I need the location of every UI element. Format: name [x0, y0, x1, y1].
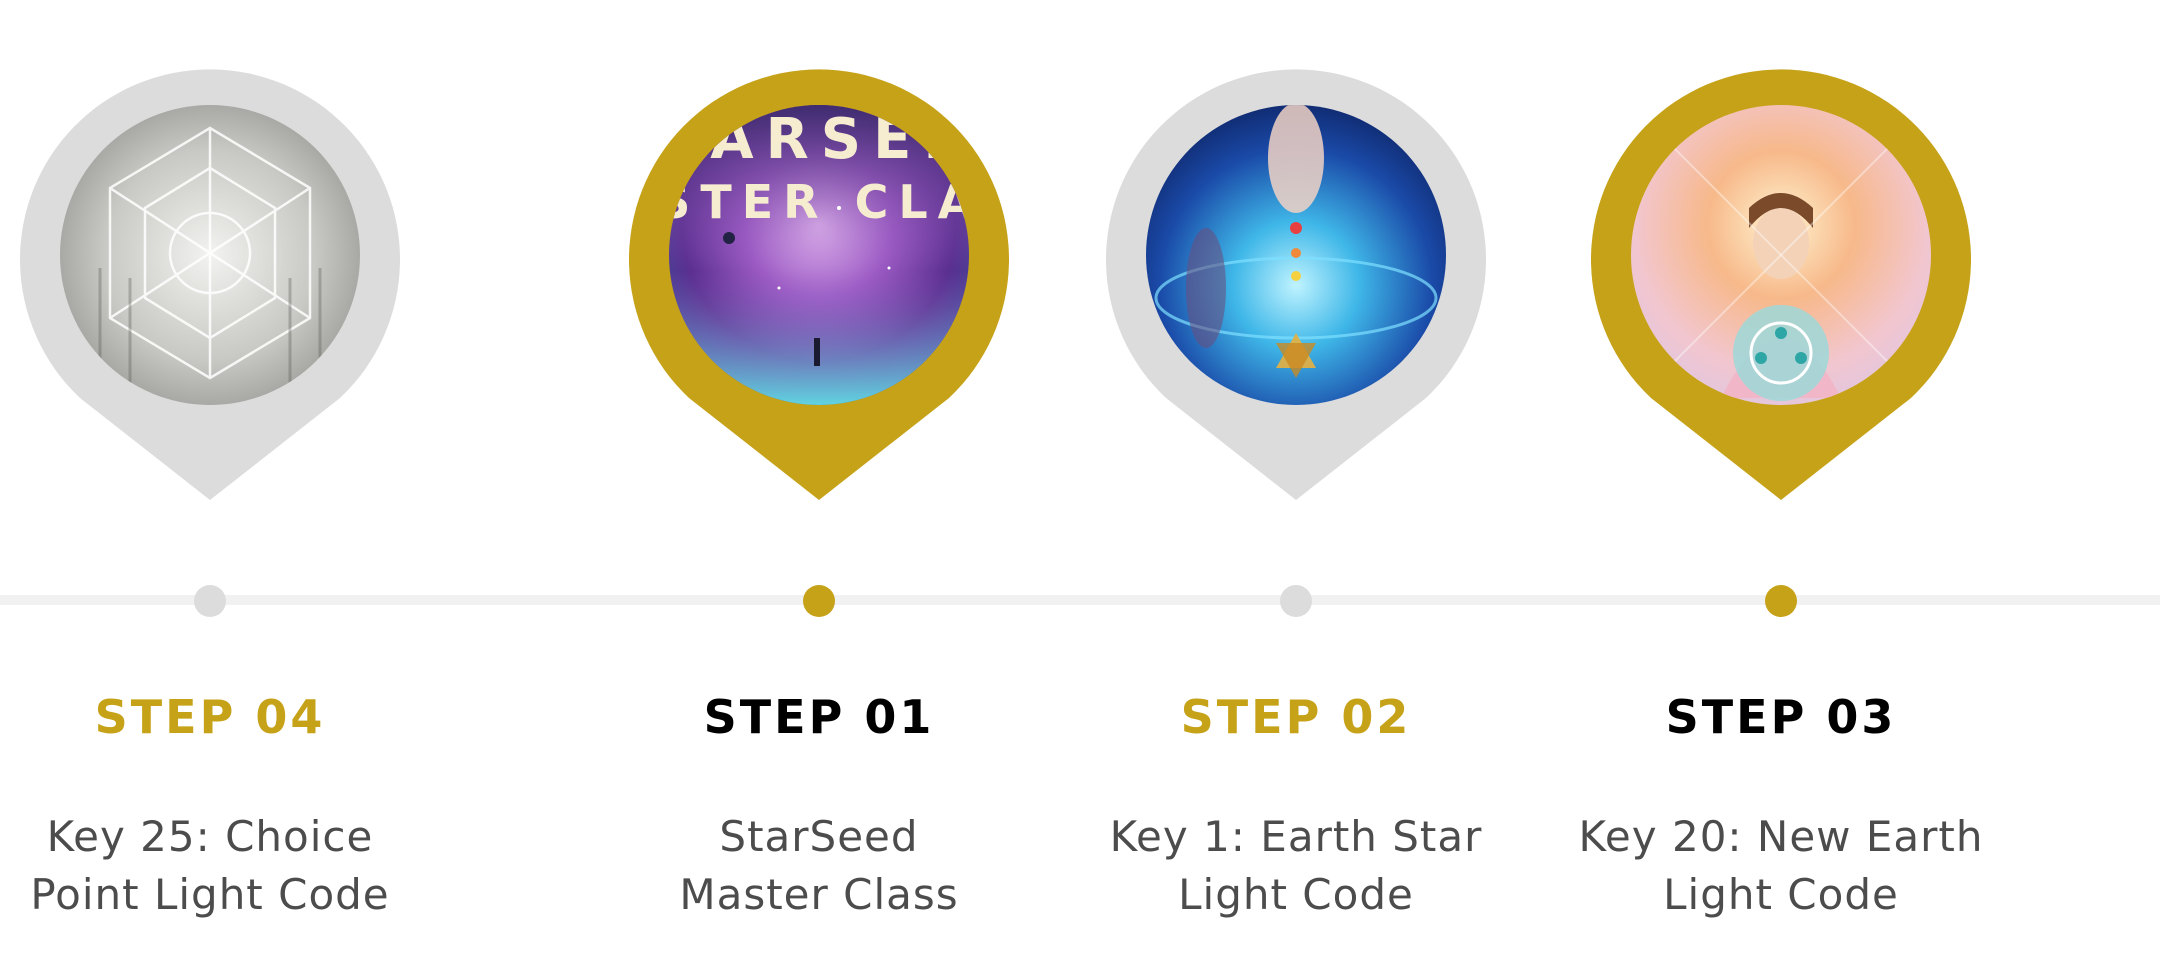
new-earth-light-code-image [1631, 105, 1931, 405]
earth-star-light-code-image [1146, 105, 1446, 405]
step-title: STEP 01 [703, 690, 935, 744]
step-description: Key 1: Earth Star Light Code [1076, 808, 1516, 924]
timeline-step-3: STEP 03 Key 20: New Earth Light Code [1571, 0, 1991, 963]
timeline-step-2: STEP 02 Key 1: Earth Star Light Code [1086, 0, 1506, 963]
step-description-line: Master Class [679, 870, 959, 919]
choice-point-light-code-image [60, 105, 360, 405]
step-description: StarSeed Master Class [599, 808, 1039, 924]
step-3-pin [1591, 68, 1971, 500]
step-description: Key 25: Choice Point Light Code [0, 808, 430, 924]
step-4-pin [20, 68, 400, 500]
step-title: STEP 04 [94, 690, 326, 744]
step-description-line: Point Light Code [30, 870, 390, 919]
step-1-pin: TARSEE ASTER CLAS [629, 68, 1009, 500]
step-title: STEP 02 [1180, 690, 1412, 744]
timeline-step-1: TARSEE ASTER CLAS STEP 01 StarSeed Maste… [609, 0, 1029, 963]
timeline-dot-4 [194, 585, 226, 617]
step-description-line: StarSeed [719, 812, 919, 861]
timeline-line [0, 595, 2160, 605]
svg-text:ASTER CLAS: ASTER CLAS [629, 175, 1009, 229]
step-2-pin [1106, 68, 1486, 500]
timeline-step-4: STEP 04 Key 25: Choice Point Light Code [0, 0, 420, 963]
step-description-line: Key 20: New Earth [1578, 812, 1984, 861]
timeline-dot-3 [1765, 585, 1797, 617]
step-title: STEP 03 [1665, 690, 1897, 744]
timeline-dot-2 [1280, 585, 1312, 617]
step-description-line: Light Code [1663, 870, 1899, 919]
step-description-line: Key 1: Earth Star [1109, 812, 1483, 861]
step-description-line: Key 25: Choice [46, 812, 374, 861]
step-description: Key 20: New Earth Light Code [1561, 808, 2001, 924]
timeline-dot-1 [803, 585, 835, 617]
step-description-line: Light Code [1178, 870, 1414, 919]
